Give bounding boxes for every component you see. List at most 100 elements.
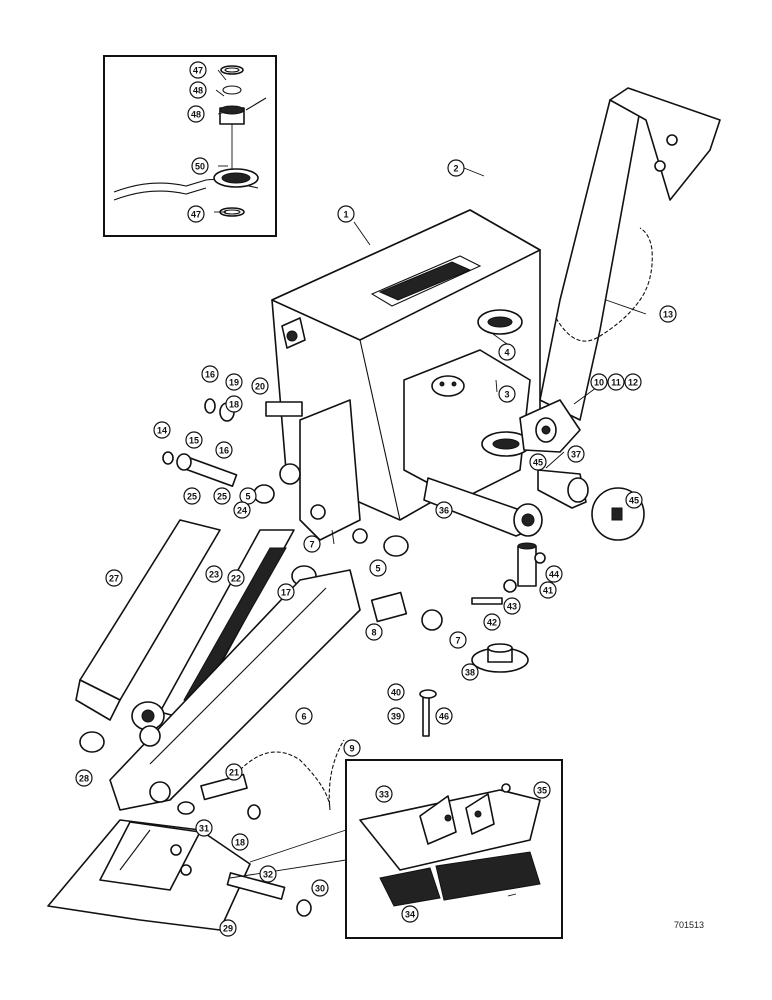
callout-number: 35 [537,786,547,796]
callout-circle [303,535,321,553]
figure-code: 701513 [674,920,704,930]
callout-4: 4 [498,343,516,361]
callout-circle [185,431,203,449]
callout-number: 37 [571,450,581,460]
stabilizer-pad [47,819,312,931]
callout-36: 36 [435,501,453,519]
callout-number: 28 [79,774,89,784]
callout-16: 16 [201,365,219,383]
callout-35: 35 [533,781,551,799]
callout-circle [545,565,563,583]
callout-number: 7 [455,636,460,646]
callout-32: 32 [259,865,277,883]
callout-30: 30 [311,879,329,897]
callout-43: 43 [503,597,521,615]
callout-circle [215,441,233,459]
callout-47: 47 [189,61,207,79]
callout-number: 11 [611,378,621,388]
callout-number: 3 [504,390,509,400]
callout-25: 25 [183,487,201,505]
callout-circle [369,559,387,577]
callout-circle [449,631,467,649]
callout-45: 45 [529,453,547,471]
callout-number: 45 [629,496,639,506]
callout-number: 32 [263,870,273,880]
callout-14: 14 [153,421,171,439]
callout-number: 21 [229,768,239,778]
callout-circle [625,491,643,509]
callout-number: 18 [235,838,245,848]
callout-number: 43 [507,602,517,612]
callout-41: 41 [539,581,557,599]
callout-number: 33 [379,790,389,800]
callout-number: 42 [487,618,497,628]
callout-number: 16 [205,370,215,380]
callout-number: 17 [281,588,291,598]
callout-21: 21 [225,763,243,781]
callout-number: 6 [301,712,306,722]
callout-number: 16 [219,446,229,456]
callout-number: 19 [229,378,239,388]
upper-boom-arm [519,87,721,453]
callout-number: 14 [157,426,167,436]
callout-circle [213,487,231,505]
callout-circle [75,769,93,787]
callout-circle [227,569,245,587]
callout-circle [205,565,223,583]
callout-number: 24 [237,506,247,516]
callout-24: 24 [233,501,251,519]
callout-number: 38 [465,668,475,678]
callout-number: 15 [189,436,199,446]
callout-number: 7 [309,540,314,550]
callout-7: 7 [303,535,321,553]
callout-number: 5 [245,492,250,502]
callout-27: 27 [105,569,123,587]
callout-number: 30 [315,884,325,894]
callout-circle [259,865,277,883]
callout-circle [225,395,243,413]
callout-5: 5 [239,487,257,505]
callout-46: 46 [435,707,453,725]
callout-48: 48 [187,105,205,123]
callout-circle [503,597,521,615]
callout-1: 1 [337,205,355,223]
callout-circle [219,919,237,937]
callout-circle [343,739,361,757]
callout-circle [233,501,251,519]
callout-3: 3 [498,385,516,403]
callout-circle [387,707,405,725]
callout-number: 1 [343,210,348,220]
callout-circle [567,445,585,463]
callout-number: 18 [229,400,239,410]
callout-19: 19 [225,373,243,391]
callout-number: 48 [193,86,203,96]
callout-circle [225,763,243,781]
callout-number: 39 [391,712,401,722]
callout-29: 29 [219,919,237,937]
callout-number: 12 [628,378,638,388]
callout-25: 25 [213,487,231,505]
callout-28: 28 [75,769,93,787]
callout-number: 4 [504,348,509,358]
callout-circle [187,205,205,223]
callout-18: 18 [231,833,249,851]
callout-circle [659,305,677,323]
callout-circle [191,157,209,175]
callout-17: 17 [277,583,295,601]
callout-circle [498,385,516,403]
callout-47: 47 [187,205,205,223]
callout-33: 33 [375,785,393,803]
callout-number: 46 [439,712,449,722]
callout-circle [295,707,313,725]
callout-circle [435,501,453,519]
pad-detail-inset [229,759,563,939]
callout-number: 29 [223,924,233,934]
callout-number: 8 [371,628,376,638]
callout-circle [365,623,383,641]
callout-number: 25 [187,492,197,502]
callout-number: 22 [231,574,241,584]
callout-circle [447,159,465,177]
callout-circle [337,205,355,223]
callout-circle [624,373,642,391]
callout-circle [529,453,547,471]
